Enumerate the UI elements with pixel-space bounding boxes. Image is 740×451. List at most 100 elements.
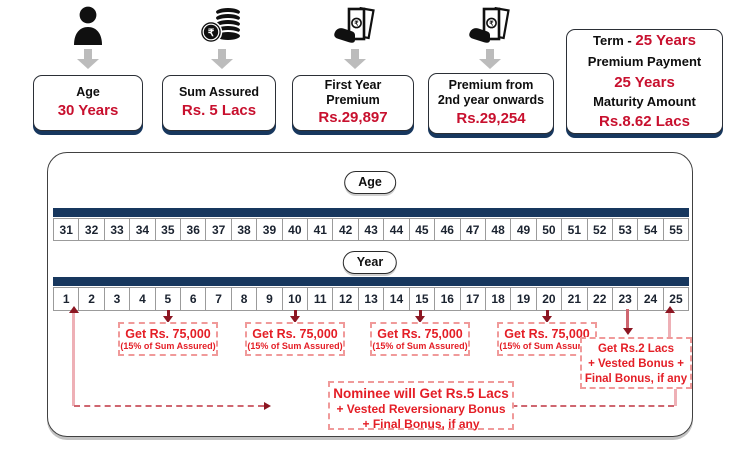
timeline-cell: 55 — [662, 218, 690, 241]
svg-text:₹: ₹ — [354, 20, 359, 28]
premium-payment-label: Premium Payment — [587, 54, 702, 70]
payout-percent: (15% of Sum Assured) — [120, 341, 216, 352]
person-icon — [68, 5, 108, 52]
cash-in-hand-icon: ₹ — [333, 6, 377, 52]
year-axis-label: Year — [342, 251, 398, 274]
timeline-cell: 8 — [230, 287, 258, 311]
death-path-arrowhead-year-1 — [68, 306, 79, 313]
timeline-cell: 38 — [230, 218, 258, 241]
timeline-cell: 53 — [611, 218, 639, 241]
timeline-cell: 9 — [256, 287, 283, 311]
timeline-cell: 37 — [205, 218, 232, 241]
payout-amount: Get Rs. 75,000 — [252, 327, 338, 341]
down-arrow-icon — [211, 49, 233, 74]
maturity-arrowhead-down — [622, 328, 633, 335]
timeline-cell: 43 — [357, 218, 385, 241]
death-path-arrowhead-right — [264, 402, 271, 410]
timeline-cell: 35 — [154, 218, 182, 241]
payout-amount: Get Rs. 75,000 — [125, 327, 211, 341]
payout-arrowhead — [163, 316, 173, 323]
timeline-cell: 21 — [561, 287, 588, 311]
card-label: Sum Assured — [178, 85, 260, 100]
timeline-cell: 39 — [256, 218, 283, 241]
timeline-cell: 5 — [154, 287, 182, 311]
timeline-cell: 31 — [53, 218, 80, 241]
maturity-label: Maturity Amount — [593, 93, 696, 109]
svg-text:₹: ₹ — [208, 28, 215, 39]
timeline-cell: 45 — [408, 218, 436, 241]
payout-arrow-year-20 — [546, 310, 549, 317]
timeline-cell: 23 — [611, 287, 639, 311]
rupee-coins-icon: ₹ — [199, 5, 244, 52]
timeline-cell: 48 — [484, 218, 512, 241]
timeline-cell: 12 — [332, 287, 359, 311]
timeline-cell: 7 — [205, 287, 232, 311]
timeline-cell: 16 — [434, 287, 461, 311]
death-path-left-dashed — [74, 405, 264, 407]
payout-percent: (15% of Sum Assured) — [247, 341, 343, 352]
timeline-cell: 19 — [510, 287, 537, 311]
maturity-benefit-note: Get Rs.2 Lacs + Vested Bonus + Final Bon… — [580, 337, 692, 389]
down-arrow-icon — [479, 49, 501, 74]
timeline-cell: 6 — [180, 287, 207, 311]
year-axis-bar — [53, 277, 689, 286]
cash-in-hand-icon: ₹ — [468, 6, 512, 52]
timeline-cell: 36 — [180, 218, 207, 241]
death-path-right-vertical — [674, 389, 677, 406]
timeline-cell: 44 — [383, 218, 410, 241]
death-benefit-note: Nominee will Get Rs.5 Lacs + Vested Reve… — [328, 381, 514, 431]
maturity-value: Rs.8.62 Lacs — [599, 113, 690, 131]
timeline-cell: 13 — [357, 287, 385, 311]
timeline-cell: 15 — [408, 287, 436, 311]
card-value: 30 Years — [57, 101, 119, 119]
maturity-line: + Vested Bonus + — [588, 358, 684, 371]
maturity-arrowhead-up — [664, 306, 675, 313]
age-card: Age 30 Years — [33, 75, 143, 131]
card-value: Rs.29,254 — [456, 109, 526, 127]
timeline-cell: 32 — [78, 218, 105, 241]
payout-arrowhead — [290, 316, 300, 323]
first-year-premium-card: First Year Premium Rs.29,897 — [292, 75, 414, 131]
card-value: Rs.29,897 — [318, 109, 388, 127]
timeline-cell: 54 — [637, 218, 664, 241]
svg-text:₹: ₹ — [489, 20, 494, 28]
timeline-cell: 4 — [129, 287, 156, 311]
timeline-cell: 49 — [510, 218, 537, 241]
death-path-left-vertical — [72, 313, 75, 406]
card-value: Rs. 5 Lacs — [181, 101, 257, 119]
card-label: Age — [76, 85, 100, 100]
timeline-cell: 2 — [78, 287, 105, 311]
maturity-line: Final Bonus, if any — [584, 373, 688, 386]
timeline-cell: 52 — [586, 218, 613, 241]
payout-percent: (15% of Sum Assured) — [372, 341, 468, 352]
down-arrow-icon — [77, 49, 99, 74]
nominee-line: Nominee will Get Rs.5 Lacs — [333, 386, 509, 401]
nominee-line: + Vested Reversionary Bonus — [336, 402, 506, 417]
term-value: 25 Years — [635, 32, 696, 50]
payout-amount: Get Rs. 75,000 — [377, 327, 463, 341]
timeline-cell: 11 — [307, 287, 334, 311]
timeline-cell: 14 — [383, 287, 410, 311]
timeline-cell: 47 — [459, 218, 486, 241]
maturity-line: Get Rs.2 Lacs — [597, 343, 675, 355]
card-label: Premium from 2nd year onwards — [437, 78, 545, 108]
timeline-cell: 3 — [103, 287, 131, 311]
down-arrow-icon — [344, 49, 366, 74]
nominee-line: + Final Bonus, if any — [362, 416, 480, 431]
maturity-arrow-year-23 — [626, 309, 629, 329]
term-summary-card: Term - 25 Years Premium Payment 25 Years… — [566, 29, 723, 134]
timeline-cell: 50 — [535, 218, 563, 241]
sum-assured-card: Sum Assured Rs. 5 Lacs — [162, 75, 276, 131]
age-axis-label: Age — [344, 171, 396, 194]
timeline-cell: 22 — [586, 287, 613, 311]
timeline-cell: 46 — [434, 218, 461, 241]
timeline-cell: 33 — [103, 218, 131, 241]
payout-arrowhead — [542, 316, 552, 323]
timeline-cell: 18 — [484, 287, 512, 311]
timeline-cell: 10 — [281, 287, 309, 311]
payout-arrow-year-10 — [294, 310, 297, 317]
term-label: Term - — [592, 33, 636, 49]
